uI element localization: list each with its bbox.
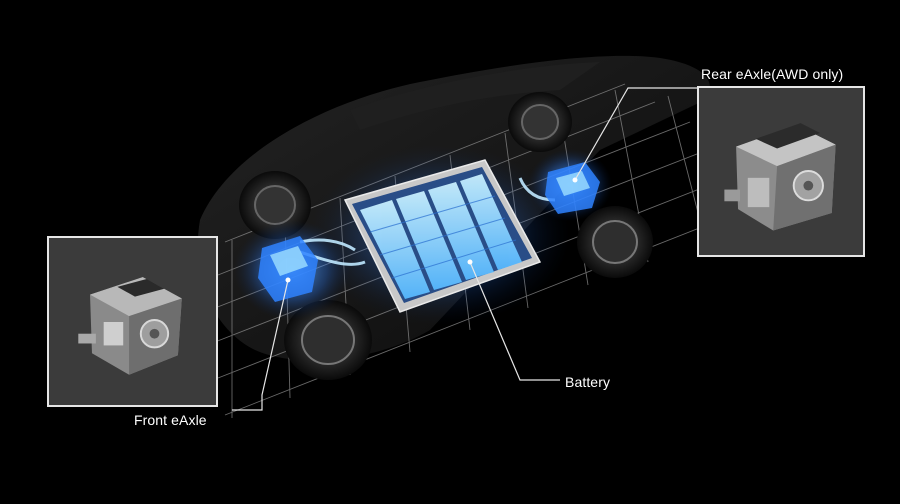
front-eaxle-glow — [258, 236, 318, 302]
rear-eaxle-unit-icon — [699, 88, 863, 255]
rear-eaxle-inset — [697, 86, 865, 257]
front-eaxle-label: Front eAxle — [134, 412, 207, 428]
front-eaxle-unit-icon — [49, 238, 216, 405]
rear-eaxle-glow — [545, 162, 600, 214]
leader-lines — [232, 87, 698, 411]
wheel-rear-left — [508, 92, 572, 152]
rear-eaxle-label: Rear eAxle(AWD only) — [701, 66, 844, 82]
wheel-rear-right — [577, 206, 653, 278]
battery-label: Battery — [565, 374, 611, 390]
front-eaxle-inset — [47, 236, 218, 407]
wheel-front-right — [284, 300, 372, 380]
leader-dots — [285, 177, 578, 283]
battery-pack-icon — [343, 159, 542, 313]
